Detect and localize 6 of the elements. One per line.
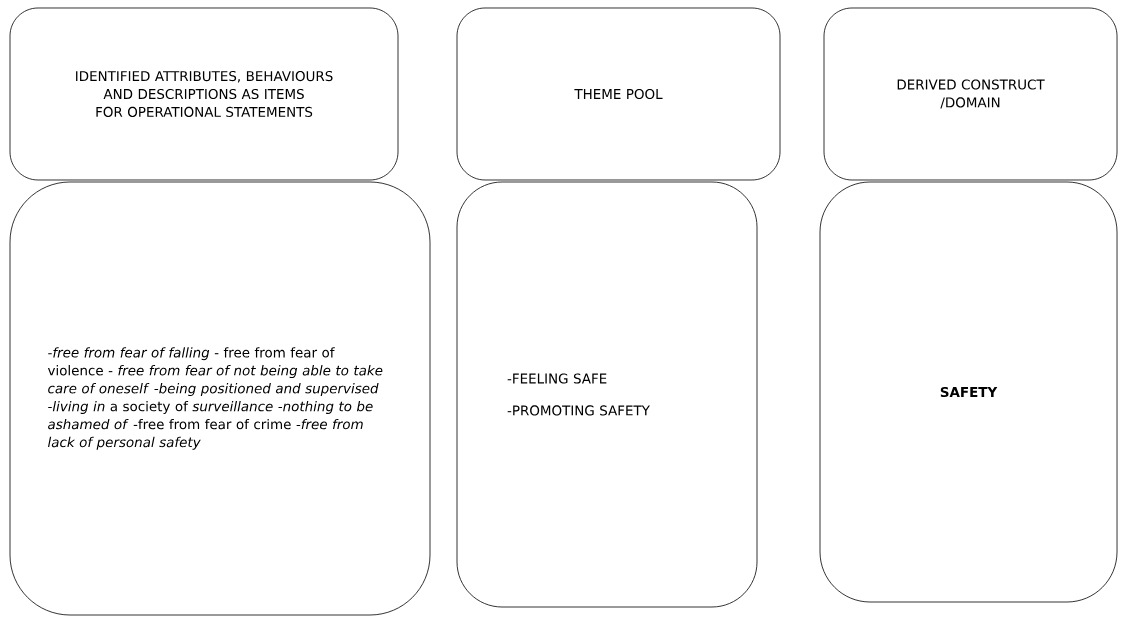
content-box: SAFETY — [819, 181, 1118, 603]
header-box: THEME POOL — [456, 7, 781, 181]
header-box: DERIVED CONSTRUCT /DOMAIN — [823, 7, 1118, 181]
content-box: -free from fear of falling - free from fear of violence - free from fear of not being able to take care of oneself -being positioned and supervised -living in a society of surveillance -nothing to be ashamed of -free from fear of crime -free from lack of personal safety — [9, 181, 431, 616]
header-box: IDENTIFIED ATTRIBUTES, BEHAVIOURS AND DESCRIPTIONS AS ITEMS FOR OPERATIONAL STATEMENTS — [9, 7, 399, 181]
content-box: -FEELING SAFE -PROMOTING SAFETY — [456, 181, 758, 608]
